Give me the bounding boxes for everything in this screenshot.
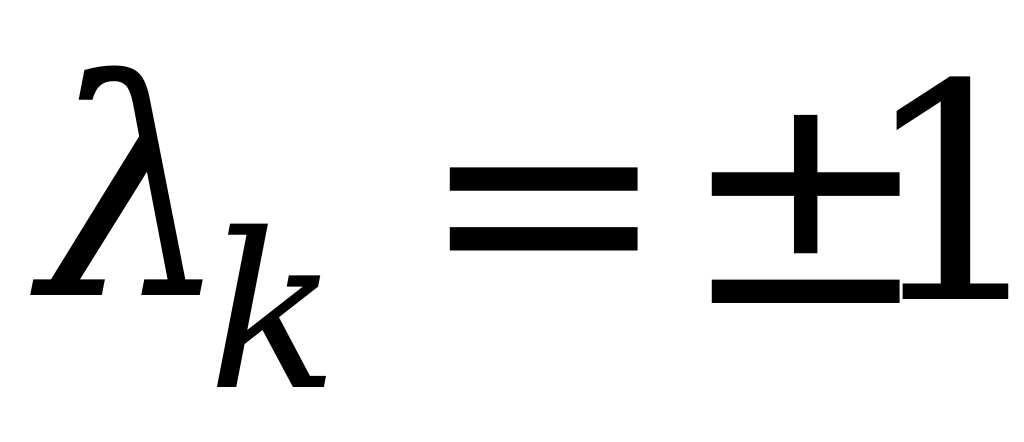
subscript-k: k: [208, 187, 339, 438]
plus-minus-sign: ±: [680, 25, 932, 374]
equals-sign: =: [418, 25, 670, 374]
value-one: 1: [860, 21, 1024, 370]
lambda-symbol: λ: [40, 17, 231, 366]
